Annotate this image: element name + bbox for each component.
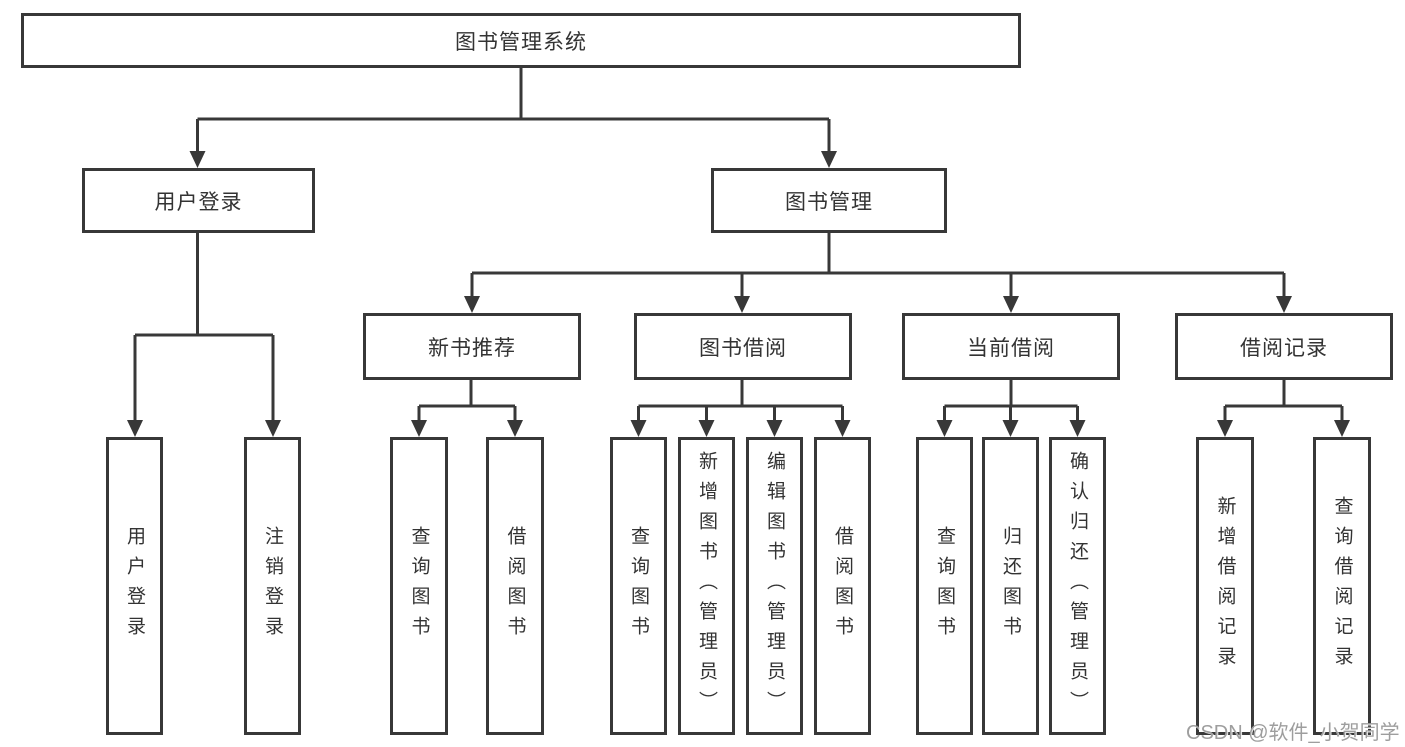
node-book-management: 图书管理: [711, 168, 947, 233]
leaf-user-login: 用户登录: [106, 437, 163, 735]
leaf-cb-return-book: 归还图书: [982, 437, 1039, 735]
tree-connectors: [133, 66, 1344, 423]
node-user-login: 用户登录: [82, 168, 315, 233]
node-book-borrow: 图书借阅: [634, 313, 852, 380]
leaf-bb-add-book-admin: 新增图书（管理员）: [678, 437, 735, 735]
leaf-br-query-record: 查询借阅记录: [1313, 437, 1371, 735]
leaf-nb-borrow-books: 借阅图书: [486, 437, 544, 735]
leaf-bb-borrow-books: 借阅图书: [814, 437, 871, 735]
leaf-br-add-record: 新增借阅记录: [1196, 437, 1254, 735]
leaf-bb-query-books: 查询图书: [610, 437, 667, 735]
node-borrow-records: 借阅记录: [1175, 313, 1393, 380]
leaf-bb-edit-book-admin: 编辑图书（管理员）: [746, 437, 803, 735]
node-root-system: 图书管理系统: [21, 13, 1021, 68]
leaf-cb-confirm-return-admin: 确认归还（管理员）: [1049, 437, 1106, 735]
csdn-watermark: CSDN @软件_小贺同学: [1186, 722, 1400, 744]
leaf-nb-query-books: 查询图书: [390, 437, 448, 735]
node-new-book-recommend: 新书推荐: [363, 313, 581, 380]
leaf-logout: 注销登录: [244, 437, 301, 735]
node-current-borrow: 当前借阅: [902, 313, 1120, 380]
leaf-cb-query-books: 查询图书: [916, 437, 973, 735]
